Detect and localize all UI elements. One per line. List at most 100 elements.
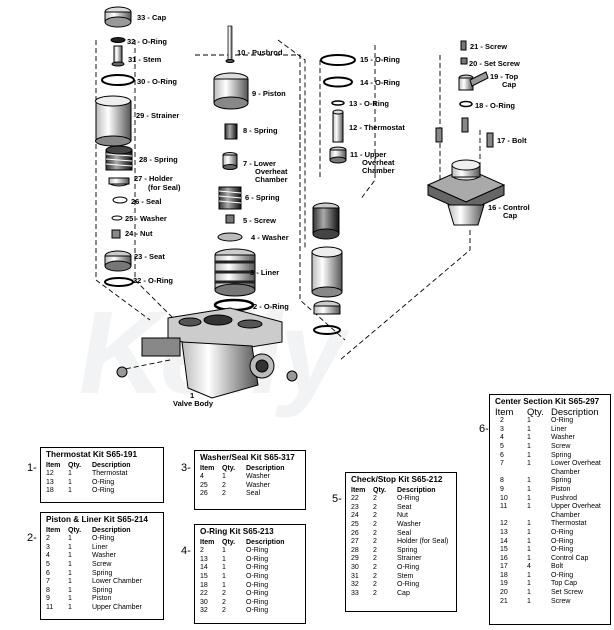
- cell-qty: 1: [527, 528, 531, 536]
- label-29: 29 - Strainer: [136, 111, 179, 120]
- cell-qty: [527, 512, 551, 521]
- cell-desc: Thermostat: [551, 520, 587, 528]
- kit-3-title: Washer/Seal Kit S65-317: [200, 453, 295, 462]
- cell-item: 18: [500, 571, 508, 579]
- kit-5-hdr-item: Item: [351, 486, 366, 494]
- cell-qty: 1: [527, 589, 531, 597]
- label-7-sub1: Overheat: [255, 167, 288, 176]
- cell-item: 33: [351, 589, 359, 597]
- part-33-cap: [104, 6, 132, 28]
- cell-item: 7: [500, 460, 504, 468]
- part-29-strainer: [95, 95, 132, 147]
- cell-qty: 1: [68, 487, 72, 495]
- cell-qty: 2: [373, 495, 377, 503]
- cell-qty: 2: [373, 520, 377, 528]
- cell-item: 11: [500, 503, 508, 511]
- cell-item: 25: [200, 481, 208, 489]
- cell-qty: 1: [527, 442, 531, 450]
- cell-item: 27: [351, 538, 359, 546]
- cell-item: 26: [200, 490, 208, 498]
- cell-qty: 2: [373, 572, 377, 580]
- cell-desc: O-Ring: [246, 555, 269, 563]
- cell-desc: Screw: [551, 442, 571, 450]
- cell-qty: 2: [222, 490, 226, 498]
- part-15-o-ring: [320, 54, 356, 66]
- cell-qty: 1: [68, 535, 72, 543]
- part-31-stem: [111, 45, 125, 67]
- cell-qty: 1: [222, 547, 226, 555]
- cell-qty: 1: [222, 564, 226, 572]
- cell-item: 32: [200, 607, 208, 615]
- cell-item: 7: [46, 578, 50, 586]
- part-16-control-cap: [426, 159, 506, 226]
- cell-item: 30: [200, 598, 208, 606]
- cell-item: 3: [500, 425, 504, 433]
- label-11-sub2: Chamber: [362, 166, 395, 175]
- cell-qty: 1: [68, 569, 72, 577]
- cell-qty: 1: [68, 543, 72, 551]
- table-row: 16 1 Control Cap: [495, 555, 601, 564]
- cell-desc: Washer: [246, 473, 270, 481]
- kit-3-hdr-item: Item: [200, 464, 215, 472]
- cell-item: 14: [200, 564, 208, 572]
- part-5-screw: [225, 214, 235, 224]
- part-labels: 33 - Cap 32 - O-Ring 31 - Stem 30 - O-Ri…: [125, 13, 530, 408]
- cell-qty: 1: [527, 460, 531, 468]
- cell-desc: Strainer: [397, 555, 422, 563]
- cell-desc: O-Ring: [246, 598, 269, 606]
- label-11-sub1: Overheat: [362, 158, 395, 167]
- cell-desc: Upper Chamber: [92, 603, 142, 611]
- table-row: 12 1 Thermostat: [495, 520, 601, 529]
- label-3: 3 - Liner: [250, 268, 279, 277]
- part-3-liner: [214, 248, 256, 297]
- label-16: 16 - Control: [488, 203, 530, 212]
- part-24-nut: [111, 229, 121, 239]
- cell-item: 12: [500, 520, 508, 528]
- cell-qty: 1: [222, 581, 226, 589]
- label-30: 30 - O-Ring: [137, 77, 177, 86]
- cell-desc: Washer: [397, 520, 421, 528]
- kit-4-hdr-item: Item: [200, 538, 215, 546]
- kit-1-title: Thermostat Kit S65-191: [46, 450, 138, 459]
- kit-2-hdr-qty: Qty.: [68, 526, 82, 534]
- label-12: 12 - Thermostat: [349, 123, 405, 132]
- cell-item: 16: [500, 554, 508, 562]
- part-21-screw: [460, 40, 467, 51]
- cell-desc: Holder (for Seal): [397, 538, 449, 546]
- cell-desc: Top Cap: [551, 580, 578, 588]
- label-27-sub: (for Seal): [148, 183, 181, 192]
- cell-desc: Lower Chamber: [92, 578, 142, 586]
- cell-desc: Control Cap: [551, 554, 589, 562]
- part-18-o-ring: [459, 100, 473, 108]
- label-24: 24 - Nut: [125, 229, 153, 238]
- cell-desc: Spring: [92, 586, 113, 594]
- cell-item: 25: [351, 520, 359, 528]
- cell-qty: 1: [527, 520, 531, 528]
- table-row: 25 2 Washer: [351, 521, 448, 530]
- kit-2-hdr-item: Item: [46, 526, 61, 534]
- cell-desc: Washer: [92, 552, 116, 560]
- cell-qty: 1: [527, 537, 531, 545]
- cell-qty: 1: [527, 554, 531, 562]
- cell-qty: 1: [527, 451, 531, 459]
